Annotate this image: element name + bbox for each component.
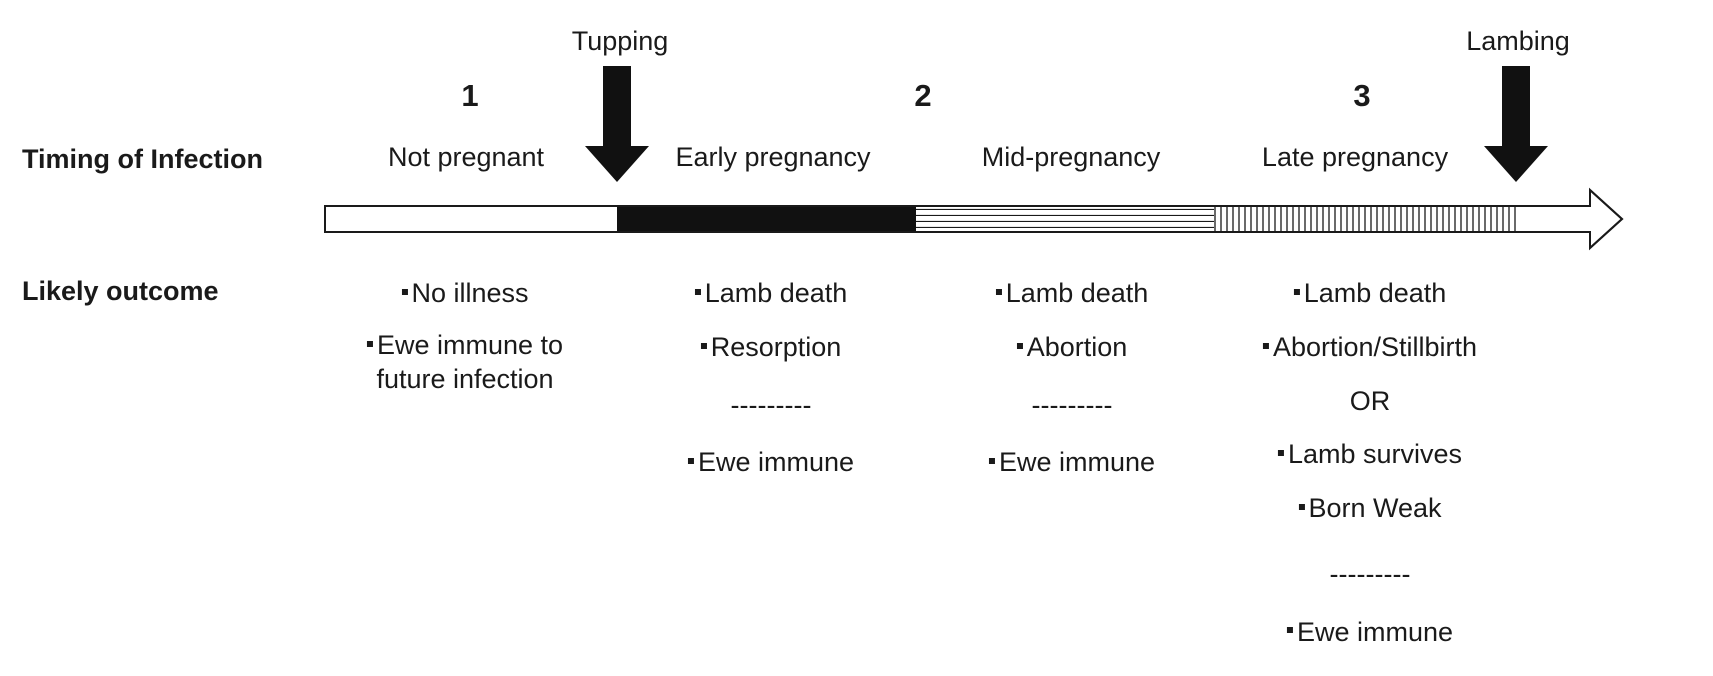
bullet-icon: [1016, 342, 1023, 349]
phase-label-not-pregnant: Not pregnant: [387, 142, 545, 172]
segment-mid-pregnancy: [916, 206, 1214, 232]
outcome-text: Lamb death: [1303, 278, 1447, 308]
bullet-icon: [995, 288, 1002, 295]
outcome-separator: ---------: [1330, 558, 1411, 592]
outcome-text: Ewe immune to future infection: [376, 329, 564, 394]
outcome-item: Abortion: [1016, 331, 1128, 365]
bullet-icon: [1293, 288, 1300, 295]
outcome-text: Ewe immune: [1296, 616, 1454, 647]
outcome-item: Abortion/Stillbirth: [1262, 331, 1478, 365]
outcome-item: Ewe immune to future infection: [366, 329, 564, 397]
bullet-icon: [694, 288, 701, 295]
stage-number-2: 2: [914, 78, 932, 113]
outcome-text: ---------: [730, 389, 812, 420]
timing-of-infection-label: Timing of Infection: [22, 144, 263, 174]
outcome-item: Ewe immune: [1286, 616, 1454, 650]
phase-label-early-pregnancy: Early pregnancy: [675, 142, 871, 172]
bullet-icon: [988, 458, 995, 465]
segment-not-pregnant: [325, 206, 617, 232]
outcome-separator: ---------: [1032, 389, 1113, 423]
bullet-icon: [401, 288, 408, 295]
phase-label-mid-pregnancy: Mid-pregnancy: [981, 142, 1161, 172]
stage-number-3: 3: [1353, 78, 1371, 113]
outcome-item: Ewe immune: [687, 446, 855, 480]
segment-late-pregnancy: [1214, 206, 1516, 232]
bullet-icon: [1286, 627, 1293, 634]
tupping-arrow-icon: [585, 66, 649, 182]
outcome-text: No illness: [411, 278, 529, 308]
stage-number-1: 1: [461, 78, 479, 113]
outcome-item: Lamb death: [694, 277, 848, 311]
outcome-separator: ---------: [731, 389, 812, 423]
outcome-text: Abortion: [1026, 331, 1128, 362]
outcome-item: Born Weak: [1298, 492, 1442, 526]
outcome-text: Lamb death: [704, 278, 848, 308]
outcome-text: Ewe immune: [998, 447, 1156, 478]
lambing-label: Lambing: [1466, 26, 1570, 56]
outcome-text: Ewe immune: [697, 447, 855, 478]
bullet-icon: [1277, 450, 1284, 457]
outcome-item: Lamb death: [995, 277, 1149, 311]
outcome-text: Resorption: [710, 331, 842, 362]
outcome-item: Ewe immune: [988, 446, 1156, 480]
phase-label-late-pregnancy: Late pregnancy: [1261, 142, 1449, 172]
outcome-text: OR: [1349, 385, 1391, 416]
outcome-item: Lamb death: [1293, 277, 1447, 311]
outcome-text: Lamb death: [1005, 278, 1149, 308]
tupping-label: Tupping: [571, 26, 669, 56]
outcome-text: Lamb survives: [1287, 439, 1463, 470]
outcome-item: Resorption: [700, 331, 842, 365]
bullet-icon: [366, 340, 373, 347]
bullet-icon: [1298, 503, 1305, 510]
outcome-text: Abortion/Stillbirth: [1272, 331, 1478, 362]
outcome-text: ---------: [1031, 389, 1113, 420]
bullet-icon: [687, 458, 694, 465]
outcome-text: ---------: [1329, 558, 1411, 589]
outcome-item: Lamb survives: [1277, 438, 1463, 472]
bullet-icon: [700, 342, 707, 349]
outcome-text: Born Weak: [1308, 493, 1442, 523]
outcome-separator: OR: [1350, 385, 1391, 419]
segment-early-pregnancy: [617, 206, 916, 232]
outcome-item: No illness: [401, 277, 529, 311]
bullet-icon: [1262, 342, 1269, 349]
likely-outcome-label: Likely outcome: [22, 276, 219, 306]
lambing-arrow-icon: [1484, 66, 1548, 182]
